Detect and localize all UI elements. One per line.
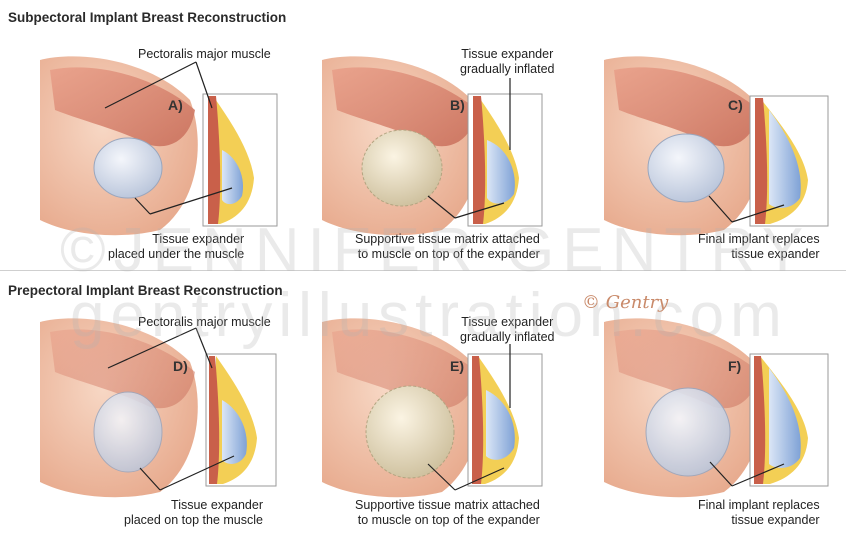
panel-d-illustration xyxy=(40,318,277,498)
panel-a-letter: A) xyxy=(168,97,183,113)
panel-e: E) Tissue expander gradually inflated Su… xyxy=(282,272,564,534)
label-expander-inflated-b: Tissue expander gradually inflated xyxy=(460,47,555,76)
section-title-prepectoral: Prepectoral Implant Breast Reconstructio… xyxy=(8,283,283,298)
label-supportive-matrix-b: Supportive tissue matrix attached to mus… xyxy=(355,232,540,261)
section-title-subpectoral: Subpectoral Implant Breast Reconstructio… xyxy=(8,10,287,25)
label-tissue-expander-d: Tissue expander placed on top the muscle xyxy=(124,498,263,527)
panel-a-illustration xyxy=(40,56,278,236)
panel-c: C) Final implant replaces tissue expande… xyxy=(564,0,846,262)
panel-f-illustration xyxy=(604,318,829,498)
panel-b: B) Tissue expander gradually inflated Su… xyxy=(282,0,564,262)
panel-b-letter: B) xyxy=(450,97,465,113)
panel-f-letter: F) xyxy=(728,358,742,374)
final-implant xyxy=(645,387,731,477)
supportive-tissue-matrix xyxy=(361,129,443,207)
cross-section-expander xyxy=(222,150,244,205)
supportive-tissue-matrix xyxy=(365,385,455,479)
label-expander-inflated-e: Tissue expander gradually inflated xyxy=(460,315,555,344)
label-final-implant-f: Final implant replaces tissue expander xyxy=(698,498,820,527)
panel-b-illustration xyxy=(322,56,543,236)
section-divider xyxy=(0,270,846,271)
panel-c-letter: C) xyxy=(728,97,743,113)
panel-d: D) Pectoralis major muscle Tissue expand… xyxy=(0,272,282,534)
label-pectoralis-major-a: Pectoralis major muscle xyxy=(138,47,271,61)
tissue-expander xyxy=(93,137,163,199)
panel-e-letter: E) xyxy=(450,358,464,374)
cross-section-muscle xyxy=(208,96,221,224)
panel-c-illustration xyxy=(604,56,829,236)
panel-d-letter: D) xyxy=(173,358,188,374)
artist-signature: © Gentry xyxy=(582,292,669,313)
label-supportive-matrix-e: Supportive tissue matrix attached to mus… xyxy=(355,498,540,527)
pectoralis-muscle xyxy=(50,67,195,147)
label-pectoralis-major-d: Pectoralis major muscle xyxy=(138,315,271,329)
panel-a: A) Pectoralis major muscle Tissue expand… xyxy=(0,0,282,262)
label-tissue-expander-a: Tissue expander placed under the muscle xyxy=(108,232,245,261)
tissue-expander xyxy=(93,391,163,473)
panel-e-illustration xyxy=(322,318,543,498)
label-final-implant-c: Final implant replaces tissue expander xyxy=(698,232,820,261)
panel-f: F) Final implant replaces tissue expande… xyxy=(564,272,846,534)
final-implant xyxy=(647,133,725,203)
